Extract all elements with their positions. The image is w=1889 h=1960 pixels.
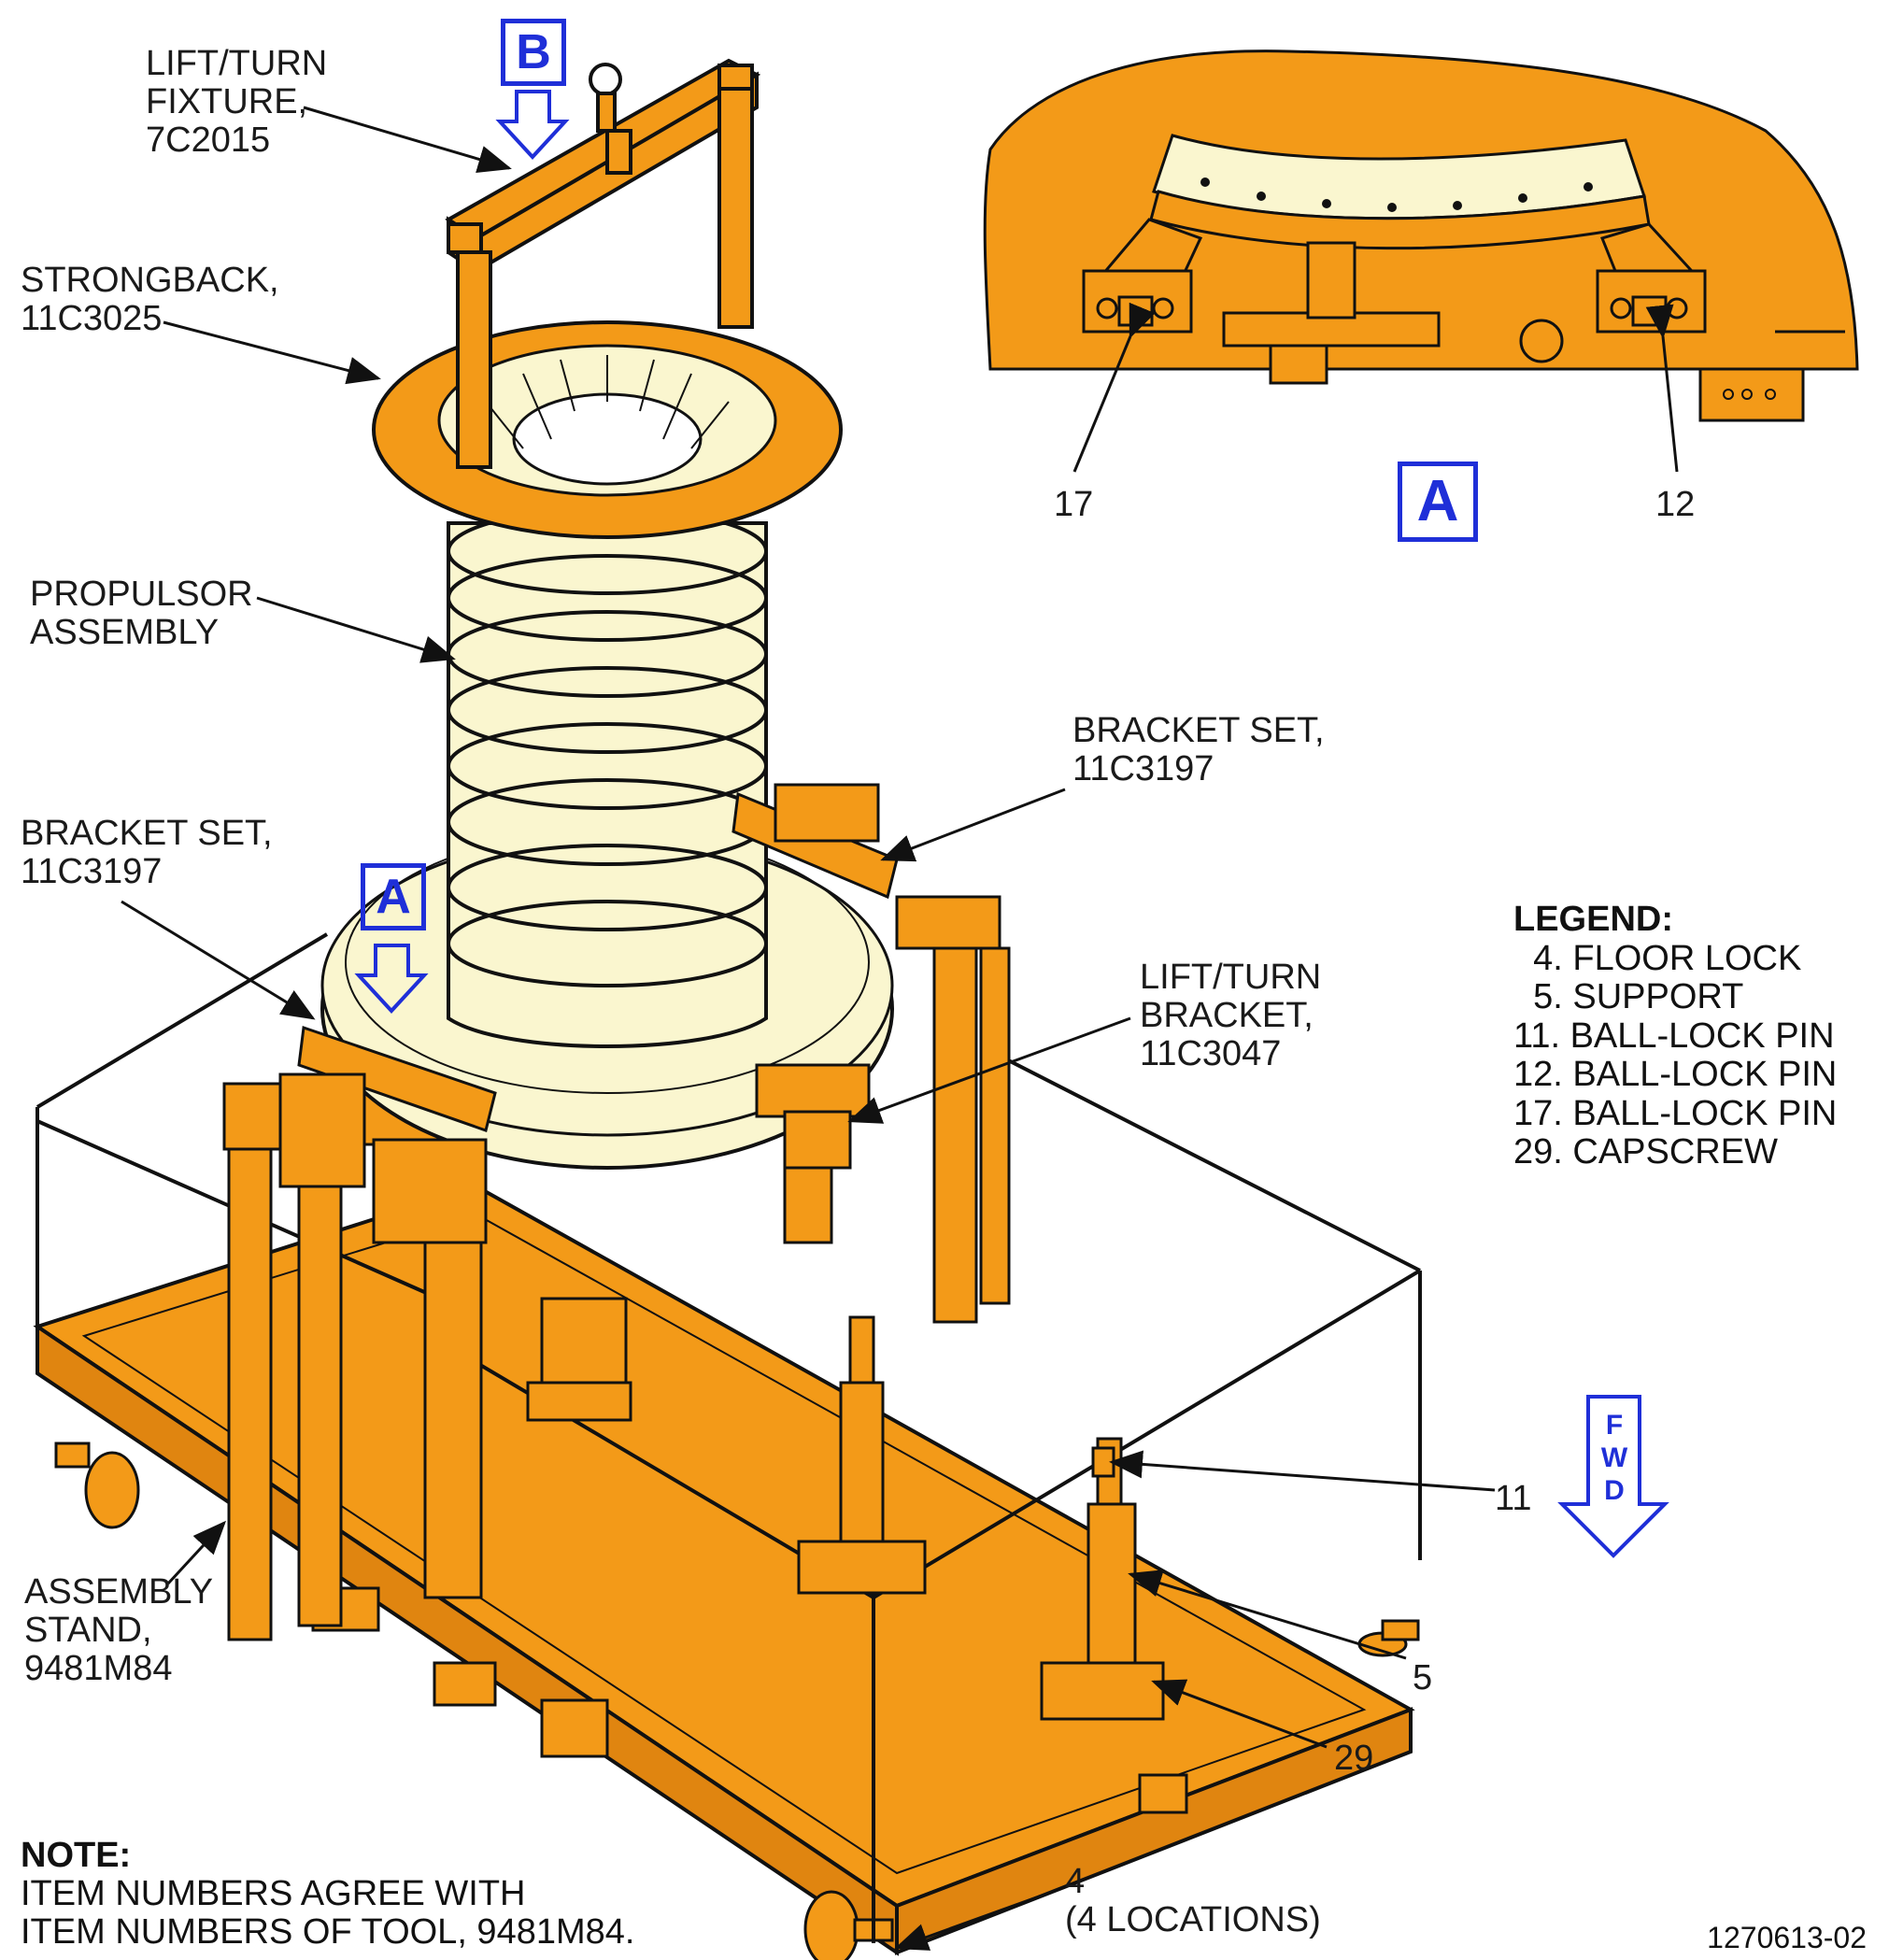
legend: LEGEND: 4. FLOOR LOCK 5. SUPPORT 11. BAL… (1513, 900, 1838, 1172)
propulsor-assembly-drawing (320, 320, 894, 1170)
fwd-letter-w: W (1600, 1442, 1628, 1473)
item-29-callout: 29 (1334, 1739, 1374, 1778)
assembly-stand-label: ASSEMBLY STAND, 9481M84 (24, 1572, 214, 1688)
fwd-letter-d: D (1604, 1475, 1625, 1506)
bracket-set-left-label: BRACKET SET, 11C3197 (21, 814, 273, 891)
view-marker-a: A (361, 863, 426, 930)
view-direction-arrows (354, 90, 570, 1014)
item-4-callout: 4 (4 LOCATIONS) (1065, 1862, 1321, 1939)
lift-turn-fixture-drawing (445, 58, 761, 469)
legend-item: 11. BALL-LOCK PIN (1513, 1016, 1835, 1056)
note: NOTE: ITEM NUMBERS AGREE WITH ITEM NUMBE… (21, 1837, 634, 1952)
note-title: NOTE: (21, 1836, 132, 1875)
strongback-label: STRONGBACK, 11C3025 (21, 261, 279, 338)
legend-title: LEGEND: (1513, 900, 1673, 939)
detail-a-marker: A (1398, 462, 1478, 542)
legend-item: 4. FLOOR LOCK (1513, 938, 1802, 978)
legend-item: 17. BALL-LOCK PIN (1513, 1093, 1838, 1133)
lift-turn-bracket-label: LIFT/TURN BRACKET, 11C3047 (1140, 958, 1322, 1073)
detail-a-view (983, 50, 1859, 473)
legend-item: 12. BALL-LOCK PIN (1513, 1055, 1838, 1094)
view-marker-b: B (501, 19, 566, 86)
bracket-sets-drawing (222, 783, 1001, 1244)
item-5-callout: 5 (1413, 1658, 1433, 1697)
bracket-set-right-label: BRACKET SET, 11C3197 (1072, 711, 1325, 788)
figure-number: 1270613-02 (1707, 1921, 1867, 1954)
assembly-stand-drawing (33, 932, 1422, 1960)
legend-item: 5. SUPPORT (1513, 977, 1744, 1016)
legend-item: 29. CAPSCREW (1513, 1132, 1778, 1172)
note-line: ITEM NUMBERS AGREE WITH (21, 1874, 526, 1913)
item-17-callout: 17 (1054, 485, 1094, 524)
fwd-letter-f: F (1605, 1410, 1624, 1441)
item-12-callout: 12 (1655, 485, 1696, 524)
item-11-callout: 11 (1495, 1479, 1532, 1518)
lift-turn-fixture-label: LIFT/TURN FIXTURE, 7C2015 (146, 44, 328, 160)
propulsor-assembly-label: PROPULSOR ASSEMBLY (30, 575, 253, 652)
fwd-arrow (1557, 1395, 1669, 1558)
leader-lines (121, 106, 1496, 1951)
fwd-label: F W D (1598, 1409, 1631, 1507)
note-line: ITEM NUMBERS OF TOOL, 9481M84. (21, 1912, 635, 1952)
